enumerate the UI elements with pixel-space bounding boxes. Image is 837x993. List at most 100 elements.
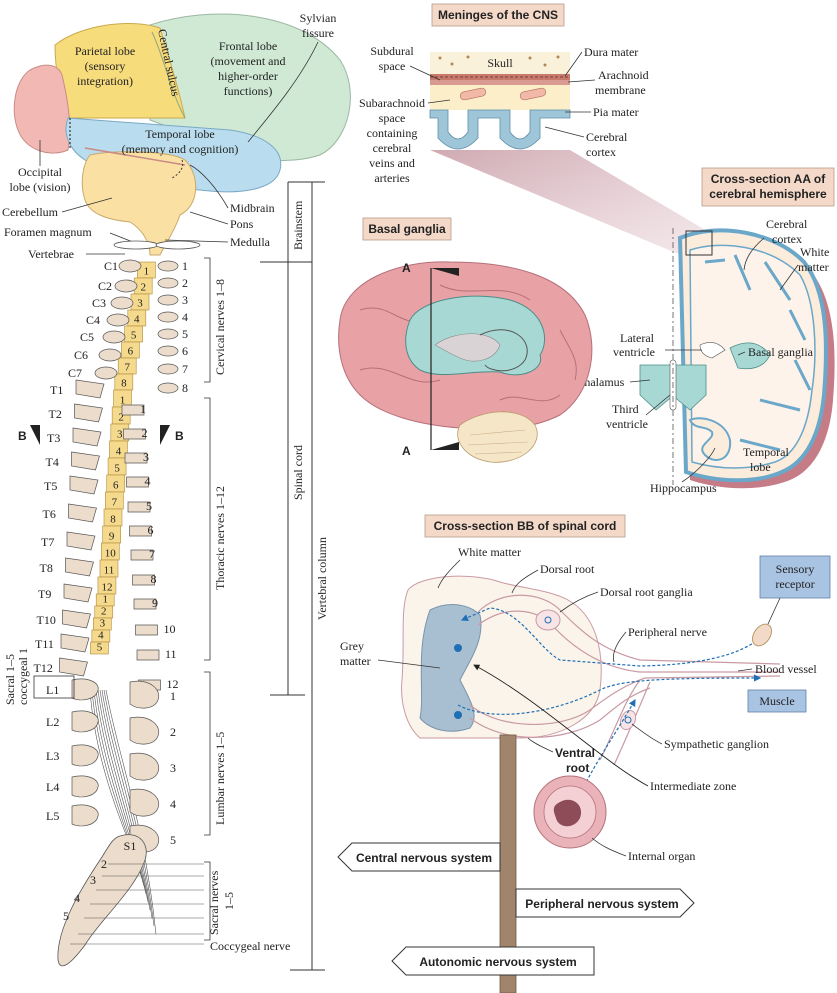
cervical-nerve-label-7: 7 (182, 362, 188, 376)
cord-segment-label-thoracic-7: 7 (112, 497, 118, 509)
cervical-nerve-bone-1 (157, 260, 179, 272)
vertebra-T4 (71, 451, 100, 471)
vertebra-label-T8: T8 (40, 561, 53, 575)
parietal-label-2: (sensory (85, 59, 126, 73)
cns-sign (337, 842, 501, 872)
bb-ventral-label-2: root (566, 761, 589, 775)
cord-segment-label-cervical-4: 4 (134, 314, 140, 326)
bb-peripheral-label: Peripheral nerve (628, 625, 707, 639)
cord-segment-label-thoracic-2: 2 (118, 412, 124, 424)
brainstem-bracket-label: Brainstem (291, 200, 305, 250)
aa-cortex-label: Cerebral (766, 217, 808, 231)
vertebra-L5 (71, 804, 99, 827)
cord-segment-label-thoracic-12: 12 (101, 582, 112, 594)
meninges-cortex-label-2: cortex (586, 145, 616, 159)
vertebra-label-T12: T12 (34, 661, 53, 675)
vertebra-T1 (75, 379, 105, 399)
vertebral-column-bracket-label: Vertebral column (315, 537, 329, 620)
sensory-label-2: receptor (775, 577, 814, 591)
bb-ventral-label: Ventral (555, 746, 595, 760)
ans-sign-label: Autonomic nervous system (419, 955, 576, 969)
lumbar-nerve-label-3: 3 (170, 761, 176, 775)
thoracic-nerve-label-6: 6 (148, 523, 154, 537)
aa-temporal-label: Temporal (743, 445, 789, 459)
dura-label: Dura mater (584, 45, 638, 59)
cervical-nerve-bone-2 (157, 277, 179, 289)
aa-lateral-label: Lateral (620, 331, 655, 345)
sacral-nerves-label: Sacral nerves (207, 870, 221, 935)
occipital-label-2: lobe (vision) (10, 180, 71, 194)
sensory-label: Sensory (776, 562, 815, 576)
vertebra-label-T7: T7 (41, 535, 54, 549)
vertebra-T9 (63, 583, 93, 603)
cord-segment-label-cervical-3: 3 (137, 298, 143, 310)
thoracic-nerve-bone-6 (129, 525, 152, 537)
vertebra-T10 (62, 609, 91, 629)
brainstem-shape (81, 151, 197, 256)
cauda-equina-fiber (101, 689, 153, 919)
vertebra-T7 (66, 531, 96, 551)
vertebra-C1 (118, 259, 142, 273)
cord-segment-label-thoracic-4: 4 (116, 446, 122, 458)
aa-third-label-2: ventricle (606, 417, 648, 431)
sylvian-label-2: fissure (302, 26, 334, 40)
muscle-label: Muscle (759, 694, 794, 708)
medulla-label: Medulla (230, 235, 271, 249)
b-marker-left: B (18, 429, 27, 443)
cervical-nerve-bone-8 (157, 382, 179, 394)
thoracic-nerve-bone-8 (132, 574, 155, 586)
sacral-side-label: Sacral 1–5 (3, 654, 17, 705)
frontal-label: Frontal lobe (219, 39, 277, 53)
vertebra-label-C7: C7 (68, 366, 82, 380)
ans-sign (391, 946, 595, 976)
vertebra-label-C5: C5 (80, 330, 94, 344)
thoracic-nerve-bone-4 (126, 476, 149, 488)
aa-thalamus-label: Thalamus (577, 375, 625, 389)
cervical-nerve-bone-7 (157, 363, 179, 375)
cervical-nerve-label-2: 2 (182, 276, 188, 290)
bb-white-label: White matter (458, 545, 521, 559)
section-b-markers: B B (18, 425, 184, 445)
brain-lateral-view: Parietal lobe (sensory integration) Cent… (2, 11, 351, 261)
meninges-cortex-label: Cerebral (586, 130, 628, 144)
cervical-nerve-bone-4 (157, 311, 179, 323)
vertebrae-label: Vertebrae (28, 247, 74, 261)
coccygeal-side-label: coccygeal 1 (16, 648, 30, 705)
bb-organ-label: Internal organ (628, 849, 695, 863)
cord-segment-label-thoracic-10: 10 (105, 548, 117, 560)
cord-segment-label-thoracic-5: 5 (114, 463, 120, 475)
arachnoid-label-2: membrane (595, 83, 646, 97)
cervical-nerve-label-6: 6 (182, 344, 188, 358)
cord-segment-label-cervical-6: 6 (128, 346, 134, 358)
subarachnoid-label-4: cerebral (373, 141, 412, 155)
parietal-label: Parietal lobe (75, 44, 135, 58)
lumbar-nerve-bone-2 (129, 716, 160, 745)
subarachnoid-label-6: arteries (374, 171, 410, 185)
vertebra-label-L5: L5 (46, 809, 59, 823)
thoracic-nerve-bone-10 (135, 624, 158, 636)
vertebra-label-C2: C2 (98, 279, 112, 293)
vertebra-label-T2: T2 (49, 407, 62, 421)
thoracic-nerve-bone-1 (121, 404, 145, 416)
vertebra-label-L2: L2 (46, 715, 59, 729)
cervical-nerve-label-3: 3 (182, 293, 188, 307)
skull-label: Skull (487, 56, 513, 70)
thoracic-nerve-bone-11 (136, 649, 160, 661)
vertebra-T3 (72, 427, 102, 447)
bb-dorsal-ganglia-label: Dorsal root ganglia (600, 585, 693, 599)
thoracic-nerve-label-1: 1 (140, 402, 146, 416)
lumbar-nerve-bone-1 (129, 680, 160, 709)
thoracic-nerve-label-7: 7 (149, 547, 155, 561)
vertebra-label-L4: L4 (46, 780, 59, 794)
cord-segment-label-cervical-8: 8 (121, 378, 127, 390)
bb-dorsal-root-label: Dorsal root (540, 562, 595, 576)
cord-segment-label-thoracic-11: 11 (104, 565, 115, 577)
cervical-nerve-bone-6 (157, 345, 179, 357)
sacral-label-4: 4 (74, 891, 80, 905)
vertebra-label-T9: T9 (38, 587, 51, 601)
region-brackets: Brainstem Spinal cord Vertebral column C… (3, 181, 329, 971)
cervical-nerve-label-8: 8 (182, 381, 188, 395)
subdural-label-2: space (379, 59, 406, 73)
vertebra-T5 (69, 475, 99, 495)
vertebra-label-L3: L3 (46, 749, 59, 763)
